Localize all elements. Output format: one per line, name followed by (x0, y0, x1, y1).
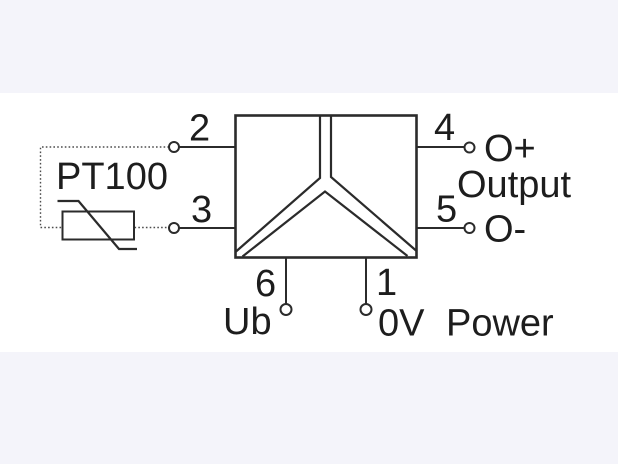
signal-converter-box (234, 114, 418, 259)
terminal-6-number: 6 (255, 263, 276, 305)
sensor-lead-dotted-line (39, 146, 169, 229)
isolation-divider-icon (235, 116, 417, 258)
terminal-3: 3 (168, 189, 235, 234)
sensor-label: PT100 (56, 156, 168, 198)
terminal-1: 1 0V (359, 257, 425, 345)
terminal-4-number: 4 (434, 107, 455, 149)
terminal-5-node (463, 222, 476, 234)
terminal-1-number: 1 (376, 262, 397, 304)
terminal-5-number: 5 (436, 189, 457, 231)
terminal-6-node (279, 303, 293, 316)
power-group-label: Power (446, 303, 554, 345)
terminal-1-node (359, 303, 373, 316)
terminal-6-label: Ub (223, 301, 272, 343)
terminal-4: 4 O+ (416, 107, 536, 170)
terminal-3-node (168, 222, 180, 234)
terminal-3-number: 3 (191, 189, 212, 231)
terminal-2-node (168, 141, 180, 153)
terminal-2: 2 (168, 108, 235, 153)
output-group-label: Output (457, 164, 572, 206)
terminal-1-label: 0V (378, 303, 425, 345)
terminal-5: 5 O- (416, 189, 526, 251)
terminal-5-label: O- (484, 209, 526, 251)
rtd-variable-stroke-icon (57, 199, 137, 251)
terminal-6: 6 Ub (223, 257, 293, 343)
pt100-sensor-symbol: PT100 (39, 146, 169, 251)
converter-outline (234, 114, 418, 259)
terminal-4-label: O+ (484, 128, 536, 170)
terminal-4-node (463, 141, 476, 154)
terminal-2-number: 2 (189, 108, 210, 150)
